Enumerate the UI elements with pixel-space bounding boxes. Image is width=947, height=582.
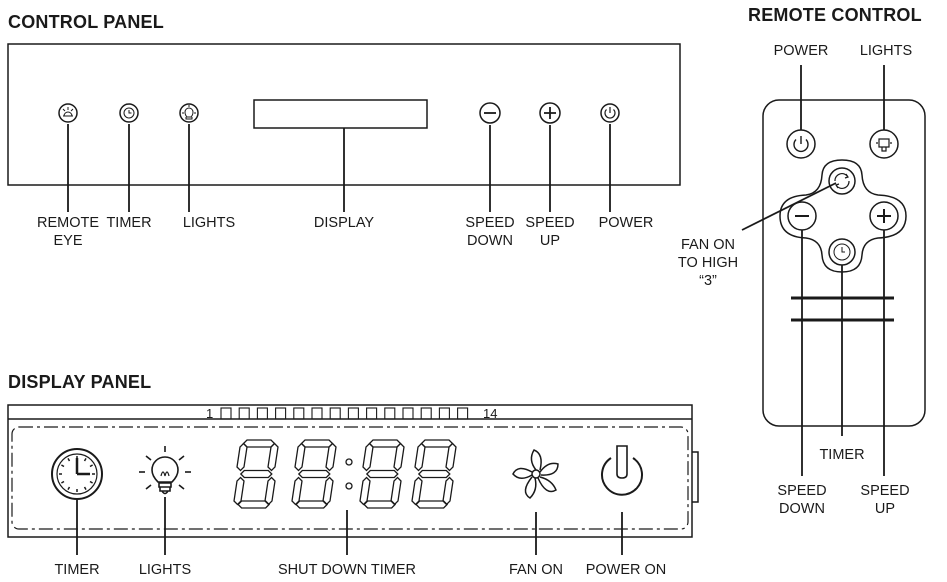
remote-label-power: POWER	[773, 43, 829, 59]
label-lights: LIGHTS	[182, 215, 236, 231]
seven-segment-digit	[411, 439, 457, 509]
scale-segment	[402, 407, 414, 420]
display-colon	[345, 458, 353, 490]
remote-timer-button[interactable]	[828, 238, 856, 266]
remote-label-lights: LIGHTS	[859, 43, 913, 59]
display-panel-leaders	[76, 497, 623, 555]
remote-eye-icon	[58, 103, 78, 123]
display-panel-heading: DISPLAY PANEL	[8, 372, 152, 392]
control-panel-leaders	[67, 124, 611, 212]
display-clock-icon	[51, 448, 103, 500]
remote-speed-down-button[interactable]	[787, 201, 817, 231]
scale-segment	[311, 407, 323, 420]
power-icon[interactable]	[600, 103, 620, 123]
clock-icon	[119, 103, 139, 123]
scale-segment	[256, 407, 268, 420]
scale-segment	[457, 407, 469, 420]
remote-control-heading: REMOTE CONTROL	[748, 5, 922, 25]
scale-segment	[329, 407, 341, 420]
display-scale	[220, 407, 469, 420]
seven-segment-digit	[291, 439, 337, 509]
remote-fan-button[interactable]	[828, 167, 856, 195]
scale-segment	[293, 407, 305, 420]
remote-lights-button[interactable]	[869, 129, 899, 159]
display-light-bulb-icon	[139, 446, 191, 495]
display-panel-inner	[11, 426, 689, 530]
display-window	[253, 99, 428, 129]
display-label-power-on: POWER ON	[585, 562, 667, 578]
seven-segment-digits	[233, 439, 457, 509]
scale-start-label: 1	[206, 406, 213, 421]
display-label-fan-on: FAN ON	[509, 562, 563, 578]
seven-segment-digit	[233, 439, 279, 509]
remote-power-button[interactable]	[786, 129, 816, 159]
scale-segment	[238, 407, 250, 420]
scale-segment	[275, 407, 287, 420]
remote-body	[762, 99, 926, 427]
display-label-lights: LIGHTS	[138, 562, 192, 578]
scale-segment	[220, 407, 232, 420]
minus-icon[interactable]	[479, 102, 501, 124]
scale-segment	[438, 407, 450, 420]
display-power-icon	[601, 445, 643, 496]
scale-segment	[366, 407, 378, 420]
seven-segment-digit	[359, 439, 405, 509]
label-display: DISPLAY	[313, 215, 375, 231]
remote-direction-pad	[779, 159, 907, 273]
plus-icon[interactable]	[539, 102, 561, 124]
display-panel-tab	[692, 451, 699, 503]
display-fan-icon	[512, 449, 559, 499]
remote-leaders	[741, 65, 885, 476]
label-power: POWER	[598, 215, 654, 231]
scale-end-label: 14	[483, 406, 497, 421]
remote-label-timer: TIMER	[819, 447, 865, 463]
display-label-timer: TIMER	[54, 562, 100, 578]
scale-segment	[384, 407, 396, 420]
scale-segment	[347, 407, 359, 420]
control-panel-heading: CONTROL PANEL	[8, 12, 164, 32]
label-timer: TIMER	[106, 215, 152, 231]
scale-segment	[420, 407, 432, 420]
remote-speed-up-button[interactable]	[869, 201, 899, 231]
display-panel-frame	[7, 404, 693, 538]
light-bulb-icon	[179, 103, 199, 123]
display-label-shut-down-timer: SHUT DOWN TIMER	[277, 562, 417, 578]
